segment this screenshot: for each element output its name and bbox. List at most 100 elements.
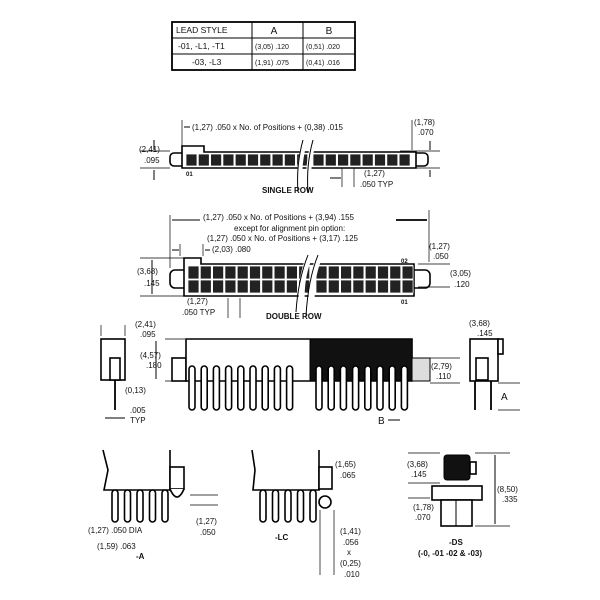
detail-a-peg-dim: .050: [200, 528, 216, 537]
lead-dim: .005: [130, 406, 146, 415]
lead-pin: [315, 365, 323, 411]
table-cell: -03, -L3: [192, 57, 222, 67]
detail-lc-width-dim: .056: [343, 538, 359, 547]
detail-a-peg-dim: (1,27): [196, 517, 217, 526]
single-row-tab-dim: .070: [418, 128, 434, 137]
detail-lc-height-dim: (1,65): [335, 460, 356, 469]
contact-pad: [349, 153, 362, 167]
contact-pad: [249, 265, 261, 280]
contact-pad: [285, 279, 298, 294]
lead-pin: [161, 489, 169, 523]
double-row-length-dim-alt: (1,27) .050 x No. of Positions + (3,17) …: [207, 234, 359, 243]
lead-pin: [249, 365, 257, 411]
contact-pad: [224, 279, 237, 294]
detail-ds-top-dim: .145: [411, 470, 427, 479]
contact-pad: [312, 153, 325, 167]
detail-ds-flange-dim: .070: [415, 513, 431, 522]
contact-pad: [283, 153, 296, 167]
lead-pin: [388, 365, 397, 411]
tab-height-dim: (2,79): [431, 362, 452, 371]
double-row-pitch-dim: (1,27): [187, 297, 208, 306]
lead-pin: [224, 365, 233, 411]
contact-pad: [377, 279, 389, 294]
contact-pad: [340, 279, 353, 294]
contact-pad: [401, 279, 414, 294]
contact-pad: [185, 153, 198, 167]
double-row-label: DOUBLE ROW: [266, 312, 322, 321]
single-row-height-dim: .095: [144, 156, 160, 165]
contact-pad: [324, 153, 337, 167]
body-height-dim: (4,57): [140, 351, 161, 360]
detail-lc-width-dim: (1,41): [340, 527, 361, 536]
lead-style-table: LEAD STYLE A B -01, -L1, -T1 (3,05) .120…: [171, 21, 356, 71]
lead-pin: [200, 365, 208, 411]
lead-dim: TYP: [130, 416, 146, 425]
lead-pin: [363, 365, 372, 411]
contact-pad: [340, 265, 353, 280]
pin-1-label: 01: [186, 172, 193, 178]
lead-pin: [273, 365, 282, 411]
lead-pin: [259, 489, 267, 523]
contact-pad: [234, 153, 247, 167]
lead-pin: [376, 365, 384, 411]
detail-ds-sublabel: (-0, -01 -02 & -03): [418, 549, 482, 558]
lead-pin: [261, 365, 270, 411]
lead-pin: [284, 489, 292, 523]
lead-pin: [296, 489, 305, 523]
single-row-tab-dim: (1,78): [414, 118, 435, 127]
contact-pad: [398, 153, 411, 167]
table-header: B: [326, 26, 333, 37]
contact-pad: [315, 279, 328, 294]
detail-lc-depth-dim: (0,25): [340, 559, 361, 568]
single-row-label: SINGLE ROW: [262, 186, 314, 195]
contact-pad: [401, 265, 414, 280]
single-row-length-dim: (1,27) .050 x No. of Positions + (0,38) …: [192, 123, 344, 132]
detail-ds-total-dim: .335: [502, 495, 518, 504]
contact-pad: [210, 153, 223, 167]
contact-pad: [377, 265, 389, 280]
lead-pin: [309, 489, 317, 523]
lead-pin: [351, 365, 360, 411]
contact-pad: [327, 265, 340, 280]
single-row-height-dim: (2,41): [139, 145, 160, 154]
lead-pin: [148, 489, 157, 523]
contact-pad: [259, 153, 272, 167]
lead-pin: [285, 365, 294, 411]
contact-pad: [386, 153, 399, 167]
contact-pad: [389, 265, 402, 280]
contact-pad: [212, 265, 225, 280]
detail-ds: (3,68) .145 (1,78) .070 (8,50) .335 -DS …: [407, 452, 518, 558]
detail-lc: (1,65) .065 (1,41) .056 x (0,25) .010 -L…: [251, 449, 361, 579]
contact-pad: [199, 279, 212, 294]
detail-lc-x: x: [347, 548, 351, 557]
double-row-tab-dim: .120: [454, 280, 470, 289]
contact-pad: [247, 153, 259, 167]
detail-a: (1,27) .050 DIA (1,59) .063 (1,27) .050 …: [88, 449, 218, 561]
double-row-pitch-dim: .050 TYP: [182, 308, 215, 317]
contact-pad: [273, 279, 286, 294]
contact-pad: [364, 265, 377, 280]
contact-pad: [271, 153, 284, 167]
contact-pad: [361, 153, 374, 167]
contact-pad: [212, 279, 225, 294]
contact-pad: [374, 153, 386, 167]
contact-pad: [199, 265, 212, 280]
end-width-dim: .095: [140, 330, 156, 339]
right-width-dim: (3,68): [469, 319, 490, 328]
double-row-height-dim: (3,68): [137, 267, 158, 276]
detail-lc-depth-dim: .010: [344, 570, 360, 579]
lead-pin: [400, 365, 409, 411]
contact-pad: [285, 265, 298, 280]
end-width-dim: (2,41): [135, 320, 156, 329]
side-view: (2,41) .095 (0,13) .005 TYP (4,57) .180 …: [100, 319, 520, 427]
table-header: A: [271, 26, 278, 37]
double-row-row-dim: .050: [433, 252, 449, 261]
lead-pin: [111, 489, 119, 523]
lead-pin: [188, 365, 196, 411]
b-dim-label: B: [378, 416, 385, 427]
table-cell: (3,05) .120: [255, 44, 289, 51]
detail-ds-total-dim: (8,50): [497, 485, 518, 494]
a-dim-label: A: [501, 392, 508, 403]
detail-ds-top-dim: (3,68): [407, 460, 428, 469]
lead-pin: [237, 365, 245, 411]
